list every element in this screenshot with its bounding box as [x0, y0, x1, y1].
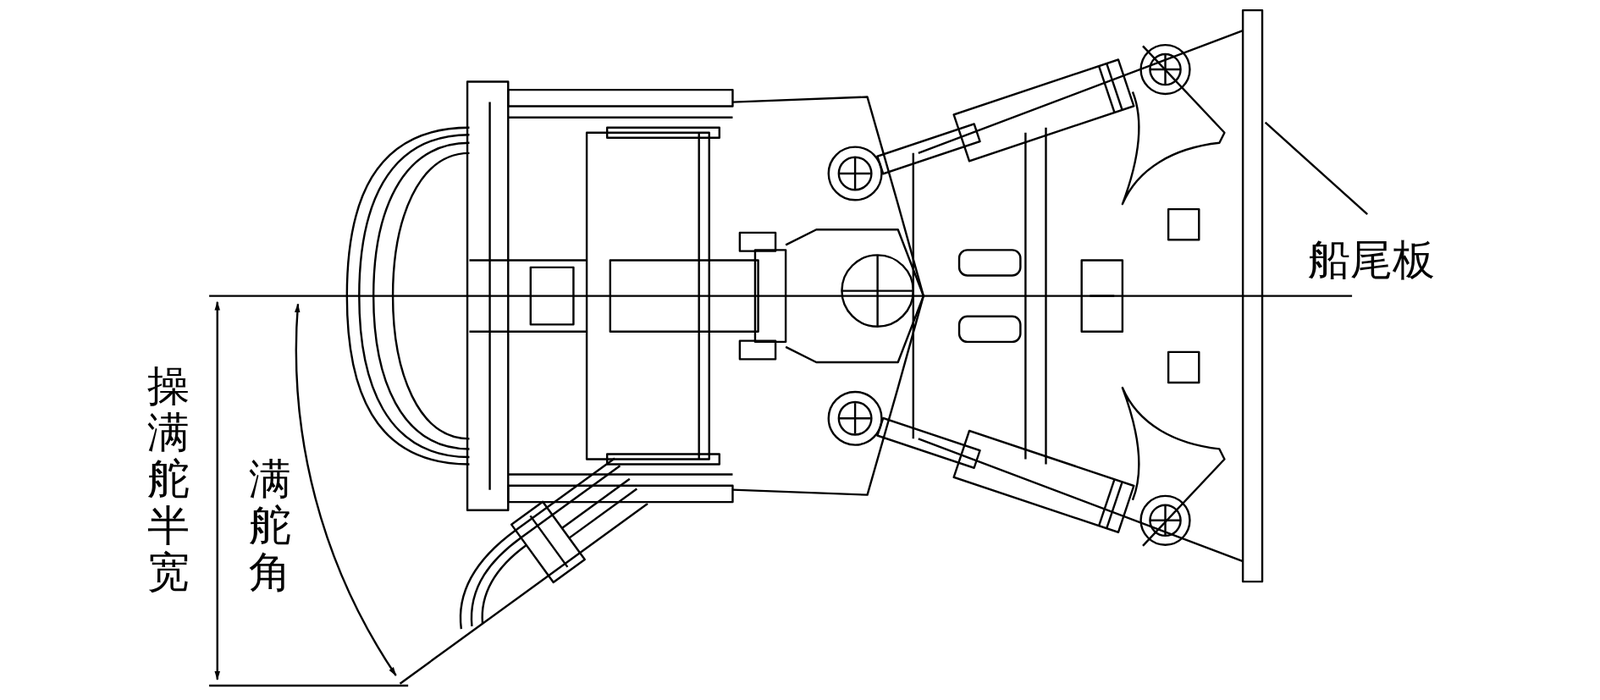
- part-label: 船尾板: [1307, 237, 1435, 284]
- yoke: [732, 97, 923, 496]
- leader-line: [1265, 122, 1369, 215]
- body: [507, 89, 733, 106]
- ball-joint: [841, 254, 913, 326]
- pivot: [838, 157, 872, 191]
- pivot: [828, 391, 883, 446]
- pivot: [1141, 44, 1191, 94]
- shaft: [610, 259, 759, 332]
- bucket: [358, 134, 469, 458]
- body: [507, 115, 733, 118]
- bucket: [373, 143, 469, 450]
- frame: [912, 153, 915, 440]
- bracket: [1122, 45, 1225, 205]
- shaft: [530, 267, 574, 326]
- pivot: [1141, 496, 1191, 546]
- hydraulic-cylinder: [872, 403, 1135, 533]
- frame: [1024, 132, 1027, 460]
- shaft: [755, 249, 786, 342]
- frame: [1168, 352, 1199, 383]
- body: [468, 259, 587, 261]
- bucket: [392, 153, 469, 440]
- angle-arc: [296, 303, 397, 676]
- pivot: [828, 147, 883, 201]
- center-line: [209, 294, 1352, 297]
- body: [606, 453, 720, 464]
- transom-plate: [1242, 10, 1263, 582]
- pivot: [1149, 505, 1181, 536]
- pivot: [1149, 54, 1181, 85]
- bucket: [347, 127, 470, 465]
- hydraulic-cylinder: [872, 59, 1135, 188]
- pivot: [838, 402, 872, 436]
- dimension-arrow: [216, 302, 219, 680]
- base-line: [209, 684, 409, 687]
- angle-label: 满舵角: [248, 456, 292, 596]
- ball-joint: [876, 254, 878, 326]
- frame: [1044, 127, 1047, 465]
- dimension-label: 操满舵半宽: [147, 363, 190, 596]
- deflected-nozzle: [363, 452, 653, 691]
- flange: [467, 81, 508, 510]
- yoke: [785, 229, 924, 363]
- body: [507, 473, 733, 475]
- body: [606, 127, 720, 138]
- flange: [488, 102, 491, 491]
- slot: [959, 316, 1021, 343]
- frame: [1089, 294, 1115, 297]
- body: [586, 132, 710, 460]
- frame: [1168, 209, 1199, 240]
- shaft: [739, 341, 776, 360]
- shaft: [739, 232, 776, 252]
- bracket: [1122, 387, 1225, 547]
- frame: [918, 30, 1243, 562]
- slot: [959, 249, 1021, 276]
- body: [697, 132, 700, 460]
- body: [468, 331, 587, 333]
- frame: [1081, 259, 1123, 332]
